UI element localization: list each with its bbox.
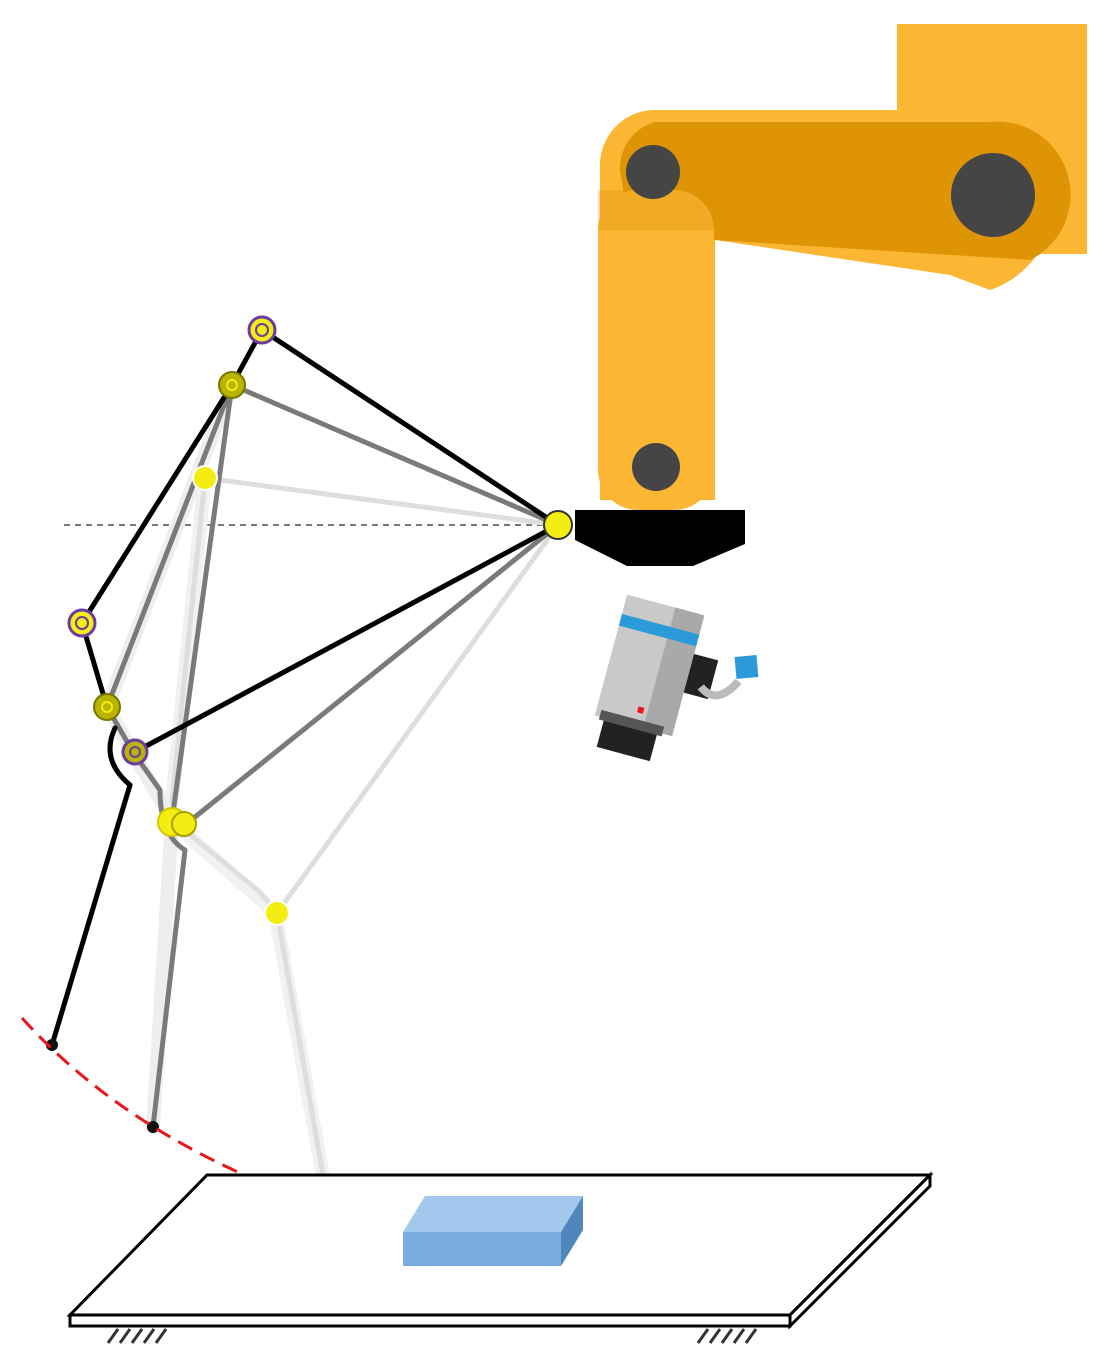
joint-node-current-top-inner (255, 323, 269, 337)
arm-joint-wrist (632, 443, 680, 491)
joint-node-current-top (247, 315, 277, 345)
block-front (403, 1232, 561, 1266)
arm-joint-shoulder (951, 153, 1035, 237)
platform-side-edge (788, 1171, 932, 1330)
joint-nodes (67, 315, 573, 926)
pose-intermediate-thigh (104, 382, 235, 710)
platform-front-edge (68, 1313, 792, 1328)
pose-target-top-link (202, 475, 561, 528)
target-object-block (403, 1196, 583, 1266)
pose-current-hip-link (79, 620, 110, 710)
block-top (403, 1196, 583, 1232)
pose-current-links (49, 327, 561, 1048)
block-side (561, 1196, 583, 1266)
camera-lens-ring (598, 709, 665, 737)
pose-target-shank (274, 910, 333, 1218)
joint-node-gripper-attachment (543, 510, 573, 540)
camera-stripe (618, 613, 700, 647)
joint-node-current-knee (121, 738, 149, 766)
pose-intermediate-top-link (229, 382, 561, 528)
joint-node-intermediate-mid (93, 693, 121, 721)
pose-target-links (163, 471, 561, 1222)
ground-hatch-icon (106, 1328, 168, 1344)
ground-hatch-icon (696, 1328, 758, 1344)
joint-node-target-knee (264, 900, 290, 926)
joint-node-current-hip (67, 608, 97, 638)
camera-target-cube (734, 655, 759, 679)
joint-node-current-hip-inner (75, 616, 89, 630)
pose-current-knee-link (107, 725, 133, 788)
pose-intermediate-shank (150, 847, 188, 1130)
pose-current-top-link (259, 327, 561, 528)
gripper-end-effector (575, 510, 745, 566)
motion-capture-camera-icon (594, 594, 759, 762)
pose-current-thigh (79, 382, 235, 626)
pose-current-shank (49, 782, 133, 1048)
pose-target-thigh (167, 475, 208, 823)
pose-current-lower-link (132, 522, 561, 755)
camera-mount (683, 653, 719, 700)
pose-target-lower-link (274, 522, 561, 916)
joint-node-intermediate-knee-b (171, 811, 197, 837)
joint-node-intermediate-mid-inner (101, 701, 113, 713)
camera-arm (697, 678, 742, 700)
arm-horizontal-link (619, 121, 1071, 260)
joint-node-current-knee-inner (129, 746, 141, 758)
joint-node-target-hip (192, 465, 218, 491)
industrial-robot-arm (598, 24, 1087, 510)
joint-node-intermediate-hip-inner (226, 379, 238, 391)
joint-node-intermediate-hip (218, 371, 246, 399)
arm-vertical-link (598, 190, 714, 510)
pose-intermediate-lower-link (182, 522, 561, 828)
arm-joint-elbow (626, 145, 680, 199)
pose-intermediate-diagonal (169, 382, 235, 823)
camera-indicator (637, 706, 645, 714)
